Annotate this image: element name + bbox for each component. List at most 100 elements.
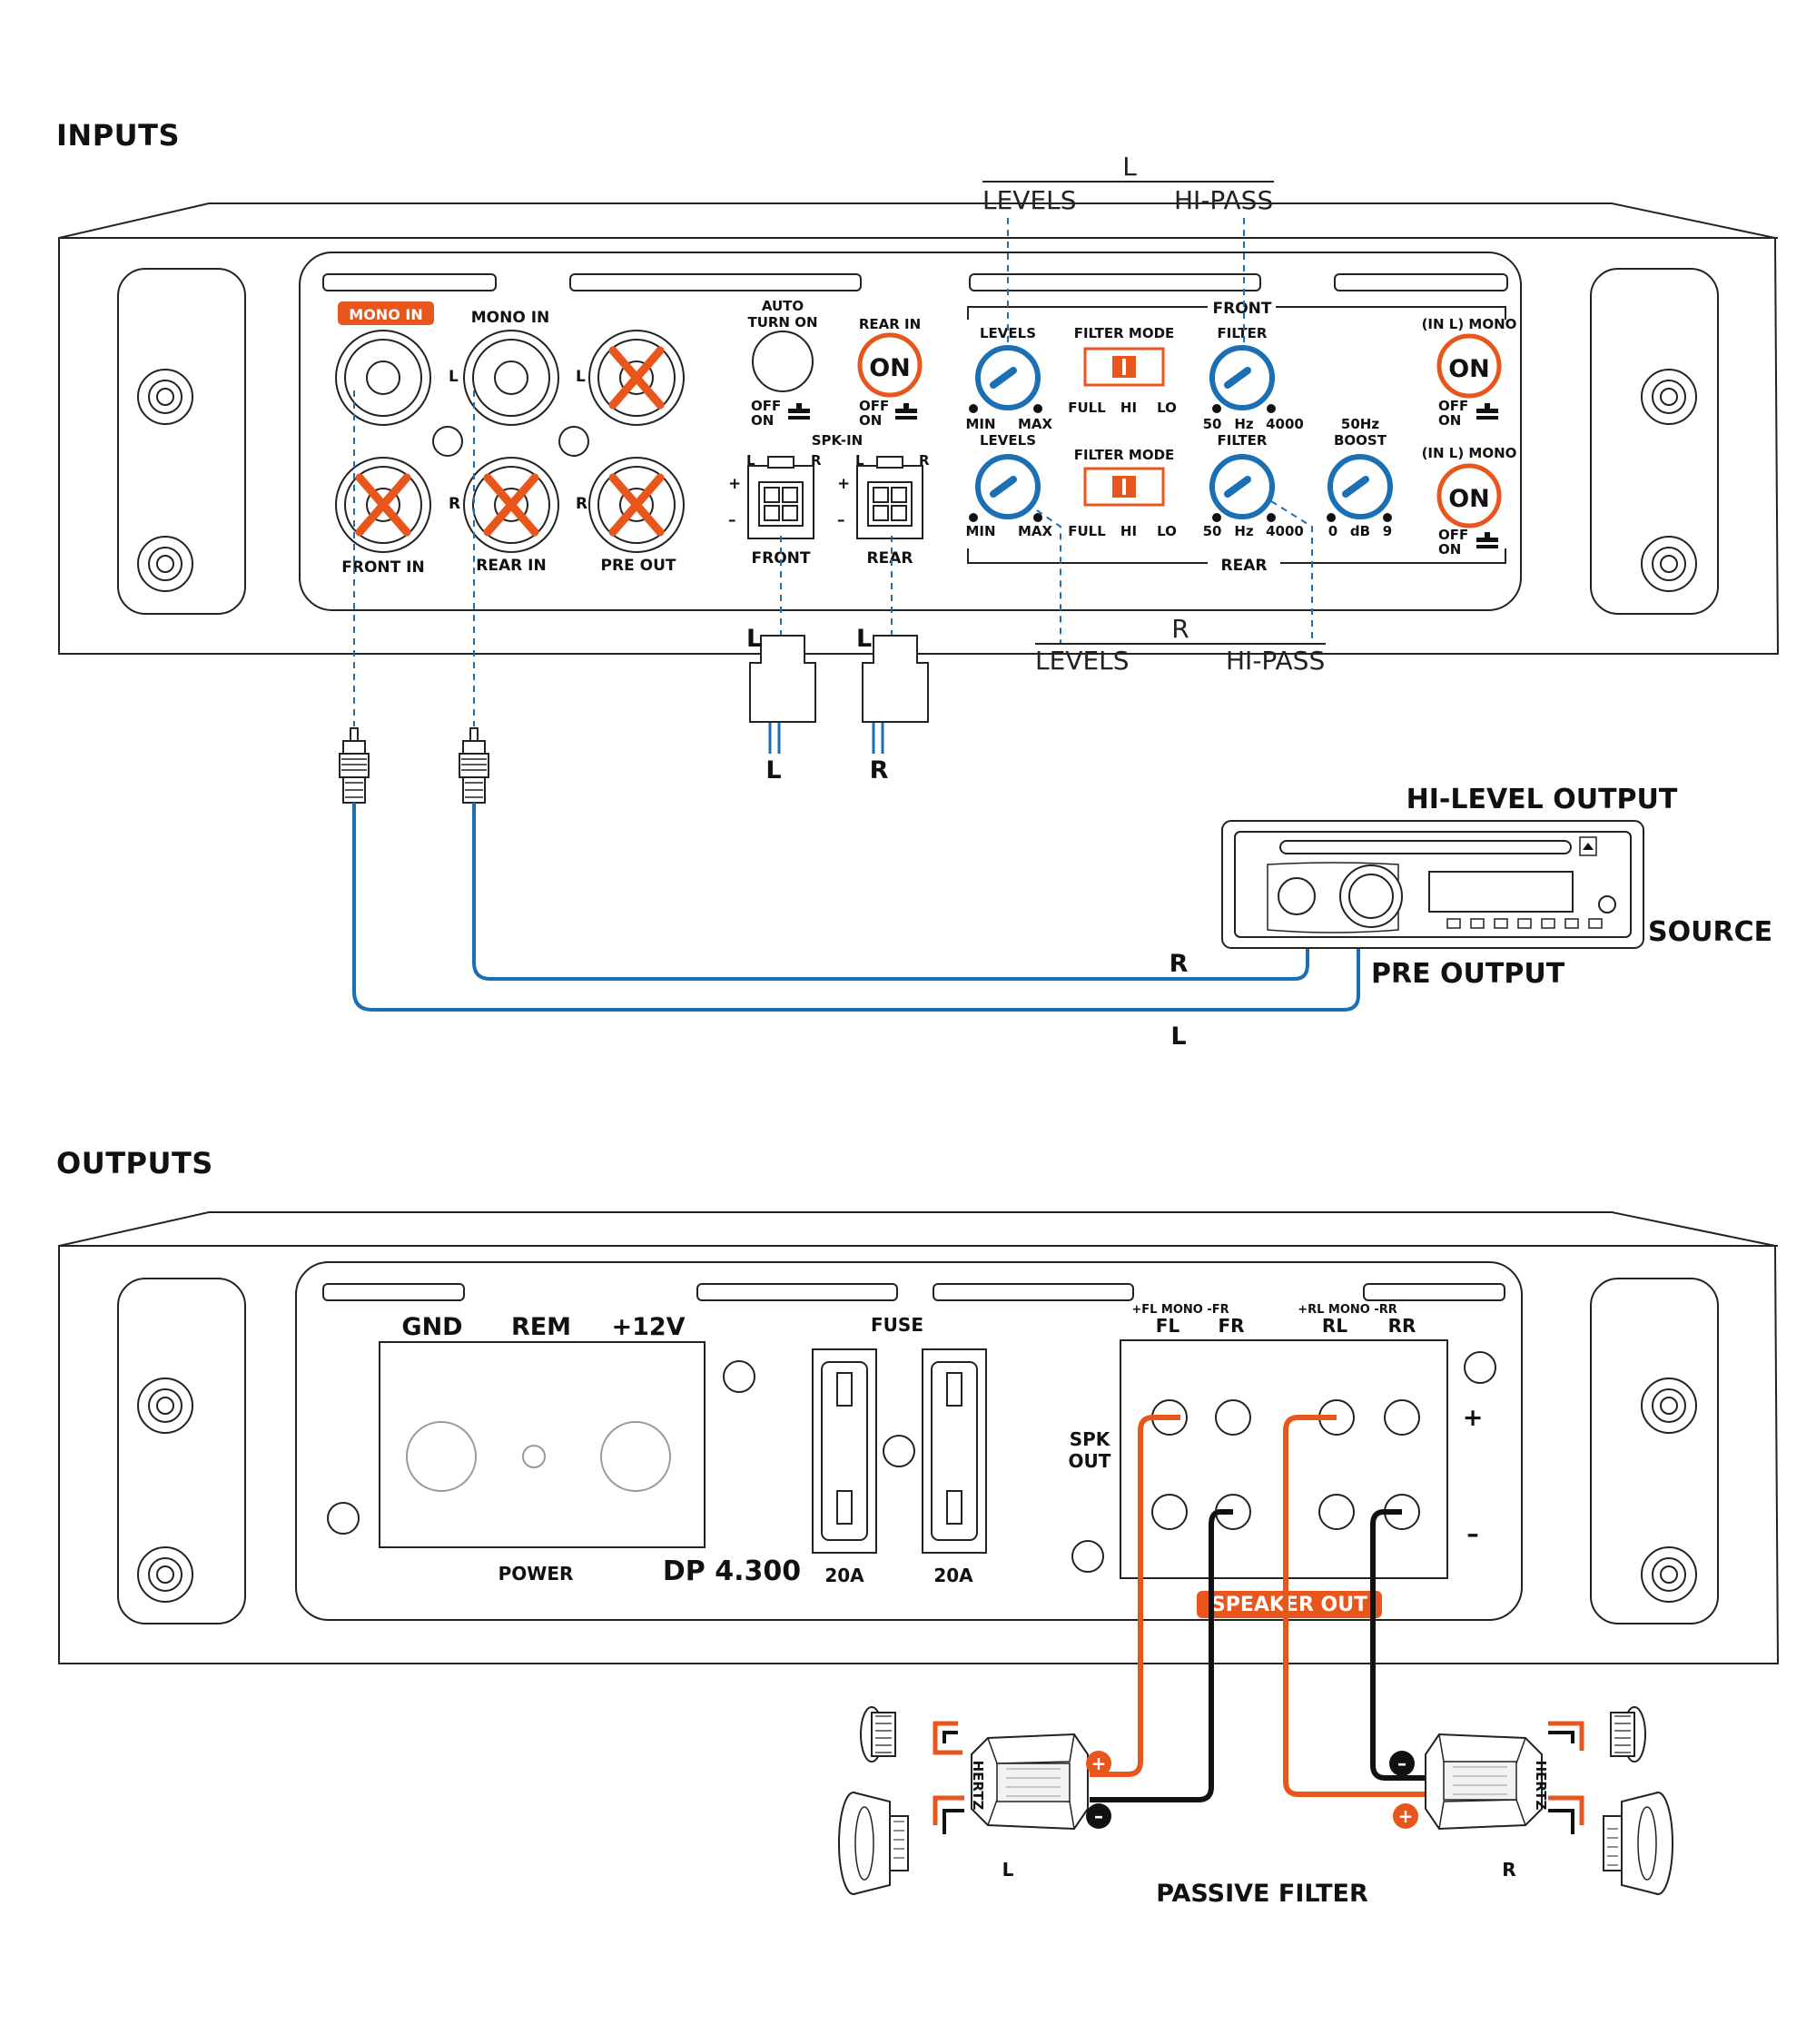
right-tweeter (1610, 1706, 1646, 1763)
preset-button[interactable] (1541, 918, 1555, 929)
right-crossover (1425, 1733, 1543, 1830)
outputs-title: OUTPUTS (56, 1146, 213, 1180)
rca-plug-r[interactable] (459, 727, 489, 804)
left-mount-plate (117, 268, 246, 615)
right-brand-label: HERTZ (1533, 1761, 1549, 1811)
screw-icon (137, 1546, 193, 1603)
spk-in-front-label: FRONT (752, 549, 811, 568)
boost-db: dB (1350, 523, 1370, 539)
vent-slot (933, 1283, 1134, 1301)
front-group-bracket (967, 306, 1506, 320)
rear-in-label: REAR IN (476, 557, 546, 575)
spk-out-label: SPK (1070, 1428, 1111, 1450)
spk-in-front-connector[interactable] (747, 456, 814, 539)
fuse-b-blade (946, 1372, 962, 1407)
panel-screw (1071, 1540, 1104, 1573)
preset-button[interactable] (1446, 918, 1461, 929)
off-on-toggle-icon (788, 403, 810, 420)
preset-button[interactable] (1517, 918, 1532, 929)
eject-button[interactable] (1579, 836, 1597, 856)
front-levels-label: LEVELS (980, 325, 1036, 341)
fuse-a-blade (836, 1490, 853, 1525)
gnd-label: GND (401, 1313, 462, 1341)
head-unit-face (1234, 831, 1632, 938)
rear-in-l-jack[interactable] (463, 330, 559, 426)
on-label: ON (859, 412, 882, 429)
screw-icon (1641, 369, 1697, 425)
off-label: OFF (1438, 398, 1468, 414)
rem-terminal[interactable] (522, 1445, 546, 1468)
front-group-label: FRONT (1213, 300, 1272, 318)
front-mode-lo: LO (1157, 400, 1177, 416)
rear-plug[interactable] (862, 635, 929, 723)
front-mode-full: FULL (1068, 400, 1106, 416)
front-in-l-jack[interactable] (335, 330, 431, 426)
left-minus-badge (1086, 1803, 1111, 1829)
rear-plug-wire (872, 723, 884, 754)
woofer-wire (1548, 1809, 1574, 1834)
knob-tick (969, 513, 978, 522)
model-label: DP 4.300 (663, 1555, 801, 1587)
knob-tick (1033, 513, 1042, 522)
screw-icon (1641, 1377, 1697, 1434)
off-label: OFF (1438, 527, 1468, 543)
rca-cable-l (352, 803, 1360, 1012)
mono-in-tag-label: MONO IN (349, 306, 422, 323)
rear-mono-on-label: ON (1448, 485, 1490, 513)
front-filter-4000: 4000 (1266, 416, 1304, 432)
front-levels-knob[interactable] (978, 348, 1038, 408)
fuse-b[interactable] (922, 1348, 987, 1554)
right-woofer (1603, 1792, 1673, 1895)
front-filter-knob[interactable] (1212, 348, 1272, 408)
rear-mode-lo: LO (1157, 523, 1177, 539)
preset-button[interactable] (1470, 918, 1485, 929)
front-filter-hz: Hz (1234, 416, 1254, 432)
channel-r-label: R (576, 495, 587, 513)
on-label: ON (1438, 412, 1461, 429)
preset-button[interactable] (1564, 918, 1579, 929)
rear-filter-50: 50 (1203, 523, 1222, 539)
inputs-inner-panel (299, 252, 1522, 611)
tweeter-wire (1548, 1721, 1584, 1751)
vent-slot (1363, 1283, 1505, 1301)
boost-label: BOOST (1334, 432, 1387, 449)
preset-button[interactable] (1494, 918, 1508, 929)
pre-out-r-jack-unused (589, 458, 684, 552)
rear-levels-knob[interactable] (978, 457, 1038, 517)
spk-in-label: SPK-IN (812, 432, 863, 449)
vent-slot (322, 273, 497, 291)
fr-plus-terminal[interactable] (1215, 1399, 1251, 1436)
fuse-b-rating: 20A (933, 1565, 973, 1586)
auto-turn-on-switch[interactable] (752, 331, 814, 392)
aux-button[interactable] (1598, 895, 1616, 913)
bass-boost-knob[interactable] (1330, 457, 1390, 517)
screw-icon (137, 1377, 193, 1434)
rear-in-r-jack-unused (464, 458, 558, 552)
spk-in-plus-label: + (837, 475, 850, 493)
spk-in-rear-connector[interactable] (856, 456, 923, 539)
rca-plug-l[interactable] (339, 727, 370, 804)
rear-filter-knob[interactable] (1212, 457, 1272, 517)
callout-l-levels: LEVELS (982, 185, 1077, 215)
rear-in-switch-label: REAR IN (859, 316, 921, 332)
rear-filter-4000: 4000 (1266, 523, 1304, 539)
callout-leader (1036, 509, 1061, 643)
head-unit-bezel (1267, 862, 1399, 933)
knob-tick (1383, 513, 1392, 522)
spk-in-rear-l-label: L (855, 452, 864, 469)
hi-level-output-label: HI-LEVEL OUTPUT (1406, 784, 1678, 815)
plus12-terminal[interactable] (600, 1421, 671, 1492)
power-knob[interactable] (1278, 877, 1316, 915)
front-levels-max: MAX (1018, 416, 1053, 432)
gnd-terminal[interactable] (406, 1421, 477, 1492)
fl-minus-terminal[interactable] (1151, 1494, 1188, 1530)
woofer-wire (943, 1809, 964, 1834)
rear-group-label: REAR (1221, 557, 1268, 575)
preset-button[interactable] (1588, 918, 1603, 929)
knob-tick (1267, 513, 1276, 522)
rl-minus-terminal[interactable] (1318, 1494, 1355, 1530)
rr-plus-terminal[interactable] (1384, 1399, 1420, 1436)
left-brand-label: HERTZ (970, 1761, 986, 1811)
front-mono-bridge-label: +FL MONO -FR (1131, 1303, 1229, 1317)
fuse-a[interactable] (812, 1348, 877, 1554)
